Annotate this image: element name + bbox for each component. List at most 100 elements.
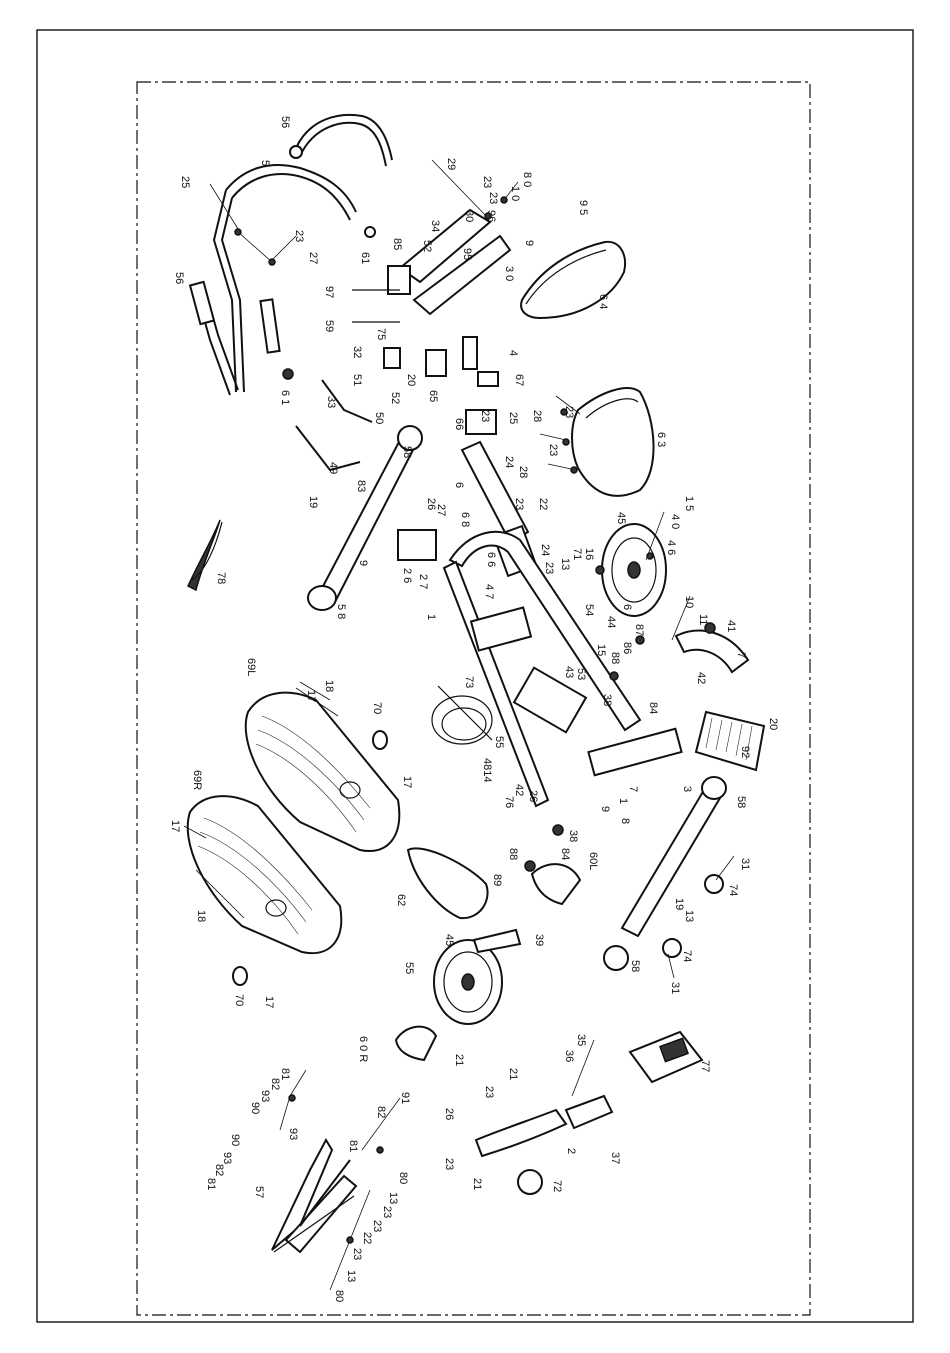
callout-70b: 70 — [233, 994, 245, 1006]
callout-49: 49 — [327, 462, 339, 474]
pedal-strap-assembly — [271, 1137, 358, 1254]
callout-42b: 42 — [513, 784, 525, 796]
callout-42: 42 — [695, 672, 707, 684]
callout-6b: 6 — [621, 604, 633, 610]
callout-40: 4 0 — [669, 514, 681, 529]
callout-47: 4 7 — [483, 584, 495, 599]
callout-20: 20 — [405, 374, 417, 386]
callout-95: 9 5 — [577, 200, 589, 215]
callout-58b: 58 — [735, 796, 747, 808]
callout-51: 51 — [351, 374, 363, 386]
callout-80a: 80 — [397, 1172, 409, 1184]
pedal-left — [530, 863, 582, 906]
callout-93b: 93 — [287, 1128, 299, 1140]
callout-23b: 23 — [487, 192, 499, 204]
callout-3: 3 — [681, 786, 693, 792]
flywheel — [601, 523, 667, 617]
callout-23g: 23 — [513, 498, 525, 510]
callout-66b: 6 6 — [485, 552, 497, 567]
callout-75: 75 — [375, 328, 387, 340]
callout-7: 7 — [735, 652, 747, 658]
callout-56b: 56 — [173, 272, 185, 284]
callout-38a: 38 — [601, 694, 613, 706]
callout-26a: 26 — [425, 498, 437, 510]
callout-97: 97 — [323, 286, 335, 298]
callout-43: 43 — [563, 666, 575, 678]
pedal-right — [394, 1025, 438, 1062]
callout-18a: 18 — [323, 680, 335, 692]
callout-90b: 90 — [229, 1134, 241, 1146]
callout-1b: 1 — [617, 798, 629, 804]
callout-55b: 55 — [403, 962, 415, 974]
callout-76: 76 — [503, 796, 515, 808]
callout-38b: 38 — [567, 830, 579, 842]
callout-81c: 81 — [205, 1178, 217, 1190]
callout-78: 78 — [215, 572, 227, 584]
callout-33: 33 — [325, 396, 337, 408]
callout-23c: 23 — [293, 230, 305, 242]
callout-80: 8 0 — [521, 172, 533, 187]
callout-69l: 69L — [245, 658, 257, 676]
callout-17a: 17 — [305, 690, 317, 702]
callout-18b: 18 — [195, 910, 207, 922]
callout-22b: 22 — [361, 1232, 373, 1244]
seat-pad — [571, 387, 655, 497]
callout-55a: 55 — [493, 736, 505, 748]
callout-4: 4 — [507, 350, 519, 356]
callout-17b: 17 — [401, 776, 413, 788]
callout-28a: 28 — [531, 410, 543, 422]
front-handle-post — [474, 1094, 614, 1195]
callout-52b: 52 — [389, 392, 401, 404]
callout-61a: 61 — [359, 252, 371, 264]
seat-rail-cluster — [295, 208, 512, 472]
callout-23h: 23 — [543, 562, 555, 574]
callout-81a: 81 — [279, 1068, 291, 1080]
callout-58: 5 8 — [335, 604, 347, 619]
callout-72: 72 — [551, 1180, 563, 1192]
callout-6: 6 — [453, 482, 465, 488]
callout-19a: 19 — [307, 496, 319, 508]
callout-93a: 93 — [259, 1090, 271, 1102]
callout-31b: 31 — [669, 982, 681, 994]
callout-23i: 23 — [483, 1086, 495, 1098]
callout-45b: 45 — [443, 934, 455, 946]
callout-29: 29 — [445, 158, 457, 170]
callout-13d: 13 — [345, 1270, 357, 1282]
callout-2: 2 — [565, 1148, 577, 1154]
callout-23j: 23 — [443, 1158, 455, 1170]
callout-92: 92 — [739, 746, 751, 758]
callout-15b: 15 — [595, 644, 607, 656]
callout-63: 6 3 — [655, 432, 667, 447]
callout-91: 91 — [399, 1092, 411, 1104]
callout-70a: 70 — [371, 702, 383, 714]
rear-stabilizer-tube — [603, 776, 727, 971]
callout-27c: 27 — [307, 252, 319, 264]
callout-90a: 90 — [249, 1102, 261, 1114]
callout-5: 5 — [259, 160, 271, 166]
callout-23m: 23 — [351, 1248, 363, 1260]
callout-21b: 21 — [507, 1068, 519, 1080]
callout-9b: 9 — [357, 560, 369, 566]
callout-53: 53 — [575, 668, 587, 680]
callout-82a: 82 — [269, 1078, 281, 1090]
callout-95b: 95 — [461, 248, 473, 260]
callout-23e: 23 — [479, 410, 491, 422]
callout-61b: 6 1 — [279, 390, 291, 405]
callout-88: 88 — [609, 652, 621, 664]
callout-62: 62 — [395, 894, 407, 906]
callout-1: 1 — [425, 614, 437, 620]
callout-20b: 20 — [767, 718, 779, 730]
callout-labels: 29 8 0 23 1 0 9 5 23 30 96 34 52 95 3 0 … — [169, 116, 779, 1302]
callout-68: 6 8 — [459, 512, 471, 527]
callout-58c: 58 — [629, 960, 641, 972]
callout-31a: 31 — [739, 858, 751, 870]
callout-83: 83 — [355, 480, 367, 492]
callout-30: 30 — [463, 210, 475, 222]
callout-93c: 93 — [221, 1152, 233, 1164]
callout-27b: 2 7 — [417, 574, 429, 589]
callout-9c: 9 — [599, 806, 611, 812]
callout-32: 32 — [351, 346, 363, 358]
callout-74b: 74 — [681, 950, 693, 962]
callout-37: 37 — [609, 1152, 621, 1164]
